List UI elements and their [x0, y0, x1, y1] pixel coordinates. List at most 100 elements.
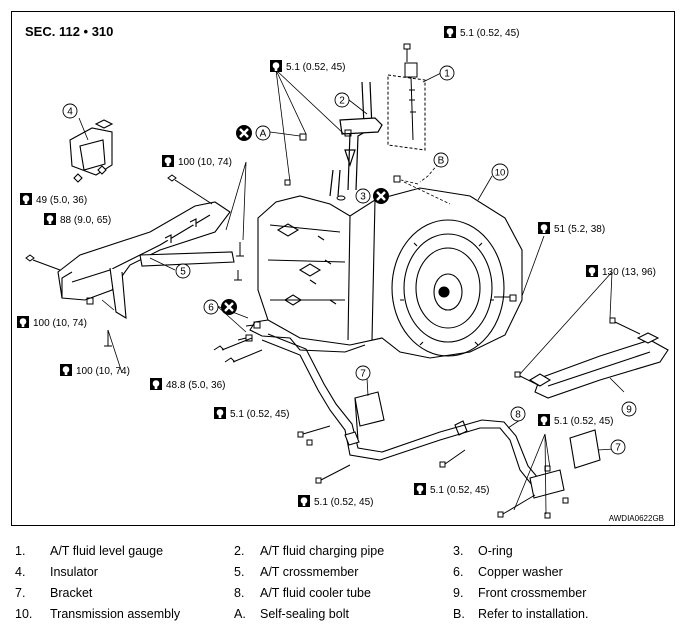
front-crossmember [528, 332, 669, 399]
torque-label-7: 130 (13, 96) [586, 265, 656, 278]
svg-text:100 (10, 74): 100 (10, 74) [178, 157, 232, 168]
callout-2: 2 [334, 92, 350, 108]
torque-wrench-icon [150, 378, 162, 390]
legend-number: 6. [453, 565, 464, 579]
svg-text:100 (10, 74): 100 (10, 74) [76, 366, 130, 377]
callout-a: A [255, 125, 271, 141]
fluid-cooler-tube [261, 333, 549, 496]
svg-text:100 (10, 74): 100 (10, 74) [33, 318, 87, 329]
torque-label-5: 88 (9.0, 65) [44, 213, 111, 226]
svg-text:5.1 (0.52, 45): 5.1 (0.52, 45) [314, 497, 373, 508]
callout-1: 1 [439, 65, 455, 81]
transmission-assembly [249, 187, 523, 359]
fluid-level-gauge [387, 62, 426, 151]
legend-number: 2. [234, 544, 245, 558]
svg-text:1: 1 [444, 69, 450, 80]
callout-3: 3 [355, 188, 371, 204]
do-not-reuse-icon [371, 186, 391, 206]
legend-number: 4. [15, 565, 26, 579]
torque-label-6: 51 (5.2, 38) [538, 222, 605, 235]
legend-text: A/T crossmember [260, 565, 359, 579]
svg-text:7: 7 [615, 443, 621, 454]
legend-text: O-ring [478, 544, 513, 558]
svg-text:5: 5 [180, 267, 186, 278]
legend-number: 10. [15, 607, 33, 621]
insulator [69, 119, 114, 183]
torque-wrench-icon [162, 155, 174, 167]
section-label: SEC. 112 • 310 [25, 24, 114, 39]
callout-8: 8 [510, 406, 526, 422]
do-not-reuse-icon [219, 297, 239, 317]
svg-text:5.1 (0.52, 45): 5.1 (0.52, 45) [230, 409, 289, 420]
legend-number: 8. [234, 586, 245, 600]
callout-6: 6 [203, 299, 219, 315]
svg-text:10: 10 [495, 168, 506, 179]
torque-label-14: 5.1 (0.52, 45) [298, 495, 373, 508]
bolts [25, 129, 641, 519]
svg-text:9: 9 [626, 405, 632, 416]
legend-number: 5. [234, 565, 245, 579]
svg-text:7: 7 [360, 369, 366, 380]
callout-9: 9 [621, 401, 637, 417]
torque-wrench-icon [44, 213, 56, 225]
svg-text:A: A [260, 129, 267, 140]
bracket-lower [529, 429, 601, 499]
legend-text: Transmission assembly [50, 607, 181, 621]
torque-wrench-icon [414, 483, 426, 495]
callout-7-upper: 7 [355, 365, 371, 381]
torque-label-4: 49 (5.0, 36) [20, 193, 87, 206]
legend-text: A/T fluid cooler tube [260, 586, 371, 600]
svg-text:130 (13, 96): 130 (13, 96) [602, 267, 656, 278]
legend-text: Refer to installation. [478, 607, 589, 621]
gauge-bolt [403, 43, 411, 62]
svg-text:48.8 (5.0, 36): 48.8 (5.0, 36) [166, 380, 225, 391]
legend-text: A/T fluid level gauge [50, 544, 164, 558]
legend-text: Insulator [50, 565, 98, 579]
figure-code: AWDIA0622GB [608, 514, 664, 523]
callout-b: B [433, 152, 449, 168]
torque-wrench-icon [270, 60, 282, 72]
svg-text:51 (5.2, 38): 51 (5.2, 38) [554, 224, 605, 235]
torque-wrench-icon [20, 193, 32, 205]
torque-wrench-icon [298, 495, 310, 507]
legend-text: Bracket [50, 586, 93, 600]
do-not-reuse-icon [234, 123, 254, 143]
torque-label-8: 100 (10, 74) [17, 316, 87, 329]
legend-number: 1. [15, 544, 26, 558]
legend-text: A/T fluid charging pipe [260, 544, 385, 558]
diagram-frame [11, 11, 675, 526]
svg-text:B: B [438, 156, 445, 167]
torque-label-11: 5.1 (0.52, 45) [214, 407, 289, 420]
torque-wrench-icon [60, 364, 72, 376]
torque-label-9: 100 (10, 74) [60, 364, 130, 377]
torque-label-1: 5.1 (0.52, 45) [444, 26, 519, 39]
torque-wrench-icon [538, 414, 550, 426]
svg-text:4: 4 [67, 107, 73, 118]
svg-text:3: 3 [360, 192, 366, 203]
torque-label-10: 48.8 (5.0, 36) [150, 378, 225, 391]
legend-number: 9. [453, 586, 464, 600]
callout-5: 5 [175, 263, 191, 279]
legend-number: B. [453, 607, 465, 621]
svg-text:2: 2 [339, 96, 345, 107]
legend-number: 7. [15, 586, 26, 600]
legend-number: 3. [453, 544, 464, 558]
torque-label-13: 5.1 (0.52, 45) [414, 483, 489, 496]
legend-text: Self-sealing bolt [260, 607, 349, 621]
torque-label-2: 5.1 (0.52, 45) [270, 60, 345, 73]
svg-text:8: 8 [515, 410, 521, 421]
legend-text: Copper washer [478, 565, 563, 579]
callout-10: 10 [491, 163, 509, 181]
svg-text:49 (5.0, 36): 49 (5.0, 36) [36, 195, 87, 206]
svg-text:5.1 (0.52, 45): 5.1 (0.52, 45) [554, 416, 613, 427]
legend-number: A. [234, 607, 246, 621]
bracket-upper [344, 391, 385, 446]
svg-text:6: 6 [208, 303, 214, 314]
svg-text:5.1 (0.52, 45): 5.1 (0.52, 45) [460, 28, 519, 39]
torque-wrench-icon [17, 316, 29, 328]
torque-label-12: 5.1 (0.52, 45) [538, 414, 613, 427]
torque-wrench-icon [444, 26, 456, 38]
svg-text:5.1 (0.52, 45): 5.1 (0.52, 45) [286, 62, 345, 73]
torque-wrench-icon [538, 222, 550, 234]
parts-legend: 1. A/T fluid level gauge 2. A/T fluid ch… [0, 540, 686, 630]
